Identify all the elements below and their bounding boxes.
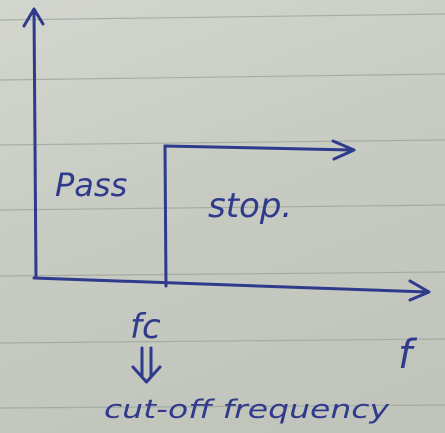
rule-line bbox=[0, 139, 445, 146]
x-axis bbox=[32, 276, 430, 294]
stop-boundary bbox=[163, 144, 354, 152]
cutoff-caption: cut-off frequency bbox=[104, 395, 390, 425]
stop-label: stop. bbox=[208, 186, 292, 226]
x-axis-symbol: f bbox=[398, 332, 418, 378]
pass-label: Pass bbox=[55, 166, 127, 204]
down-arrow bbox=[131, 346, 162, 384]
stop-boundary-arrowhead bbox=[331, 139, 356, 161]
x-axis-arrowhead bbox=[408, 279, 431, 302]
rule-line bbox=[0, 271, 445, 277]
cutoff-symbol: fc bbox=[130, 307, 161, 347]
cutoff-boundary bbox=[163, 144, 168, 288]
rule-line bbox=[0, 204, 445, 211]
rule-line bbox=[0, 404, 445, 409]
y-axis-arrowhead bbox=[22, 7, 45, 28]
rule-line bbox=[0, 338, 445, 344]
rule-line bbox=[0, 13, 445, 21]
rule-line bbox=[0, 73, 445, 81]
y-axis bbox=[32, 8, 38, 280]
